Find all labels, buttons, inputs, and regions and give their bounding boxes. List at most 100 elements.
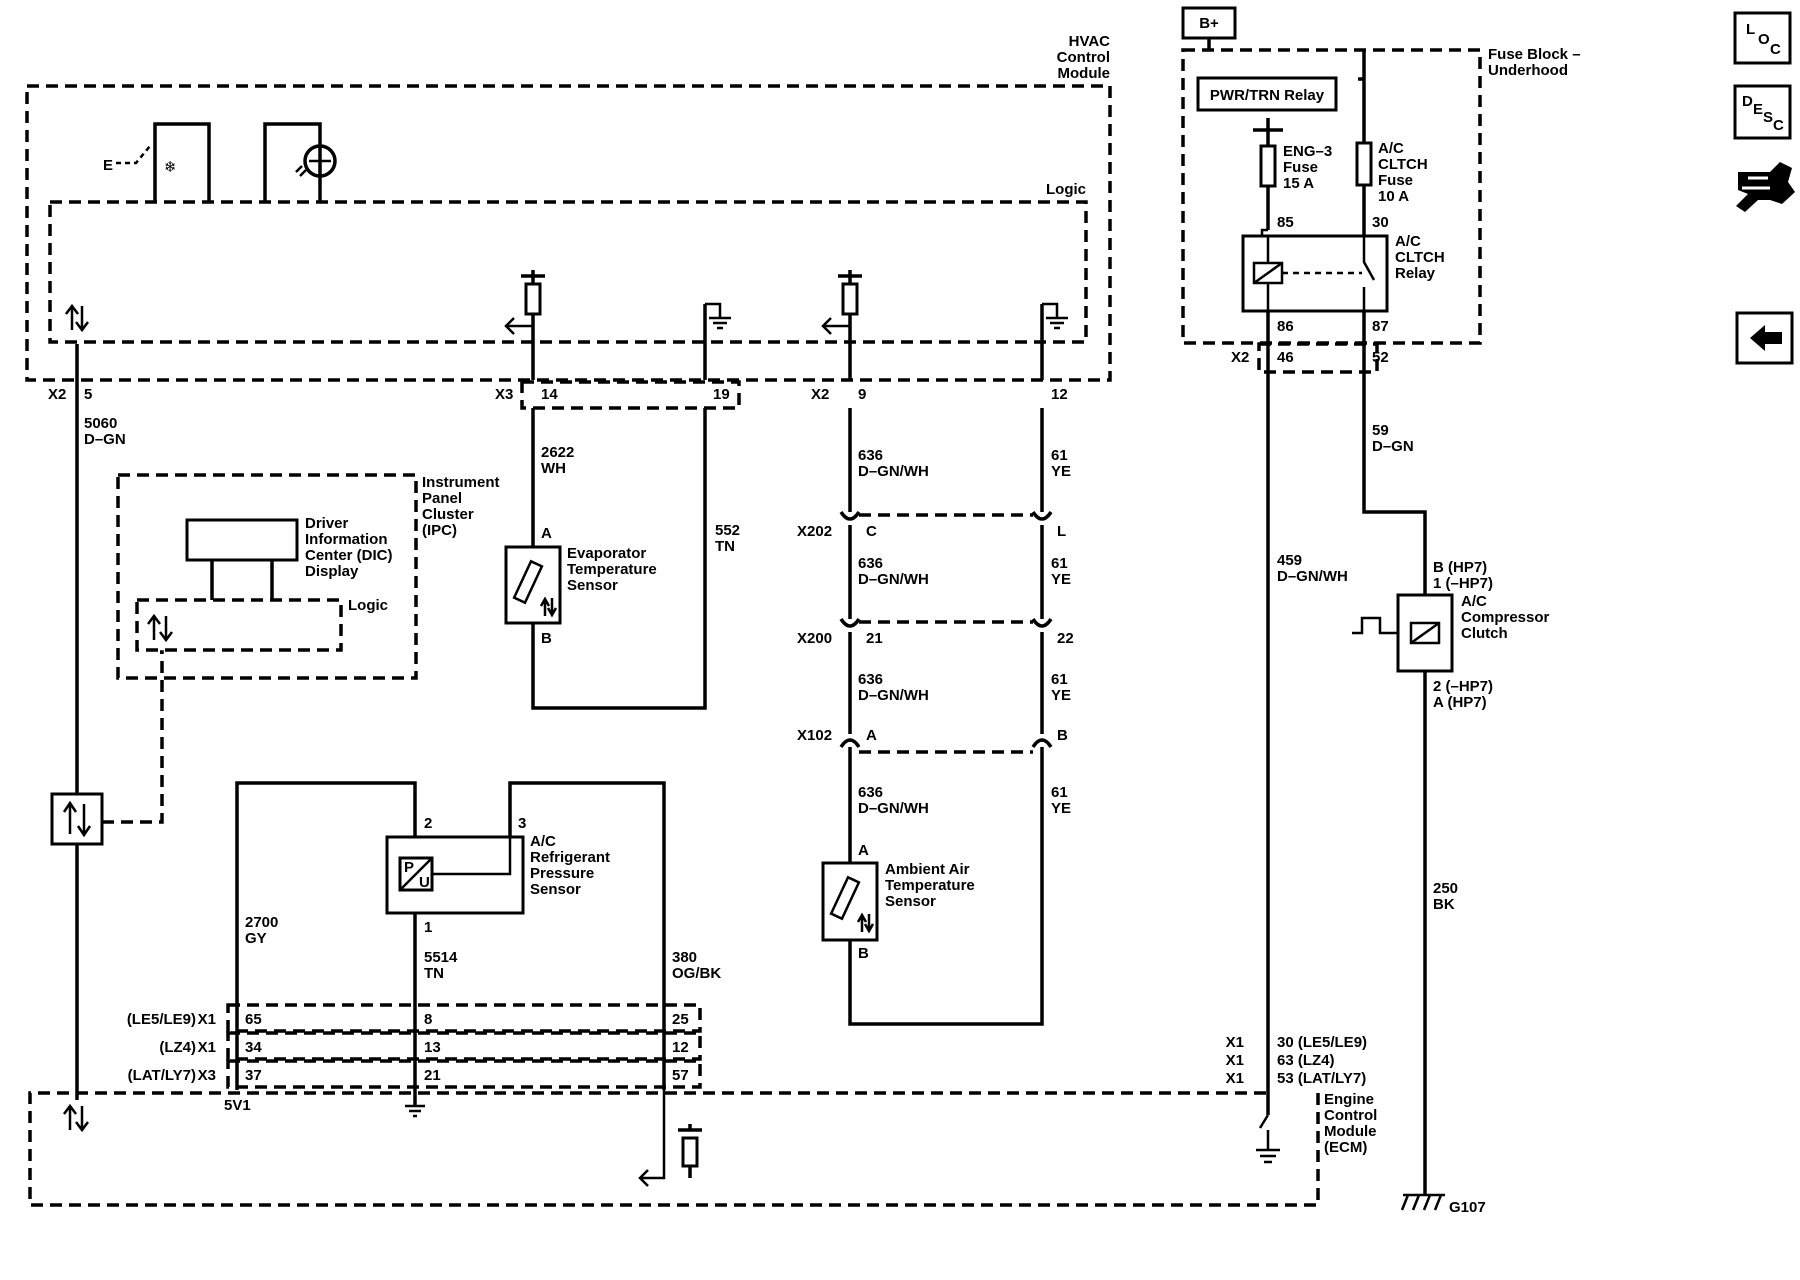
ecm-ground-icon-2: [1256, 1130, 1280, 1164]
ecm-row2-p1: 34: [245, 1039, 262, 1056]
acfuse-label-4: 10 A: [1378, 188, 1409, 205]
comp-label-1: A/C: [1461, 593, 1487, 610]
desc-d: D: [1742, 93, 1753, 110]
ac-relay-label-1: A/C: [1395, 233, 1421, 250]
loc-o: O: [1758, 31, 1770, 48]
wire-636b-color: D–GN/WH: [858, 571, 929, 588]
wire-61c-num: 61: [1051, 671, 1068, 688]
desc-s: S: [1763, 109, 1773, 126]
ecm-row1-p3: 25: [672, 1011, 689, 1028]
acfuse-label-3: Fuse: [1378, 172, 1413, 189]
hvac-label-3: Module: [1058, 65, 1111, 82]
engine-control-module: (LE5/LE9) X1 65 8 25 (LZ4) X1 34 13 12 (…: [28, 1003, 1377, 1207]
ambient-input-circuit: [821, 270, 1068, 380]
evap-label-2: Temperature: [567, 561, 657, 578]
e-label: E: [103, 157, 113, 174]
amb-label-3: Sensor: [885, 893, 936, 910]
x102-pin-b: B: [1057, 727, 1068, 744]
x202-pin-c: C: [866, 523, 877, 540]
comp-bot-2: A (HP7): [1433, 694, 1487, 711]
nav-loc-button[interactable]: L O C: [1733, 11, 1792, 65]
hvac-control-module: HVAC Control Module Logic E ❄: [25, 33, 1112, 382]
evaporator-temperature-sensor: 2622 WH 552 TN A B Evaporator Temperatur…: [504, 408, 740, 710]
ecm-row3-p1: 37: [245, 1067, 262, 1084]
relay-pin-85: 85: [1277, 214, 1294, 231]
wire-552-num: 552: [715, 522, 740, 539]
ecm-row1-p1: 65: [245, 1011, 262, 1028]
ps-label-4: Sensor: [530, 881, 581, 898]
x200-pin-22: 22: [1057, 630, 1074, 647]
wire-636a-color: D–GN/WH: [858, 463, 929, 480]
nav-desc-button[interactable]: D E S C: [1733, 84, 1792, 140]
comp-label-2: Compressor: [1461, 609, 1550, 626]
wire-61c-color: YE: [1051, 687, 1071, 704]
relay-pin-87: 87: [1372, 318, 1389, 335]
wire-636d-color: D–GN/WH: [858, 800, 929, 817]
x102-pin-a: A: [866, 727, 877, 744]
wire-380-color: OG/BK: [672, 965, 721, 982]
x200-pin-21: 21: [866, 630, 883, 647]
ecm-row3-p3: 57: [672, 1067, 689, 1084]
chassis-ground-icon: [1400, 1193, 1445, 1211]
wrench-hand-icon[interactable]: [1736, 162, 1795, 212]
ac-relay-label-3: Relay: [1395, 265, 1436, 282]
ecm-row1-conn: X1: [198, 1011, 216, 1028]
pin-19: 19: [713, 386, 730, 403]
wire-61d-color: YE: [1051, 800, 1071, 817]
evap-label-1: Evaporator: [567, 545, 646, 562]
evap-input-circuit: [504, 270, 731, 380]
acfuse-label-1: A/C: [1378, 140, 1404, 157]
wire-5060-color: D–GN: [84, 431, 126, 448]
led-icon: [295, 165, 307, 177]
comp-top-1: B (HP7): [1433, 559, 1487, 576]
pwr-trn-relay-label: PWR/TRN Relay: [1210, 87, 1325, 104]
evap-pin-b: B: [541, 630, 552, 647]
ground-icon: [705, 302, 731, 330]
ecm-row1-label: (LE5/LE9): [127, 1011, 196, 1028]
wire-61b-color: YE: [1051, 571, 1071, 588]
ps-u: U: [419, 874, 430, 891]
hvac-label-2: Control: [1057, 49, 1110, 66]
wire-459-color: D–GN/WH: [1277, 568, 1348, 585]
ps-label-2: Refrigerant: [530, 849, 610, 866]
ac-compressor-clutch: B (HP7) 1 (–HP7) A/C Compressor Clutch 2…: [1352, 559, 1550, 1216]
wire-250-color: BK: [1433, 896, 1455, 913]
x202-pin-l: L: [1057, 523, 1066, 540]
eng3-label-1: ENG–3: [1283, 143, 1332, 160]
evap-label-3: Sensor: [567, 577, 618, 594]
wire-59-num: 59: [1372, 422, 1389, 439]
ecm-right-conn-1: X1: [1226, 1034, 1244, 1051]
ecm-right-text-2: 63 (LZ4): [1277, 1052, 1335, 1069]
conn-x200: X200: [797, 630, 832, 647]
desc-c: C: [1773, 117, 1784, 134]
serial-data-arrows-hvac: [65, 303, 89, 333]
wire-61a-num: 61: [1051, 447, 1068, 464]
serial-data-circuit: 5060 D–GN: [50, 344, 164, 1100]
back-arrow-button[interactable]: [1735, 311, 1794, 365]
hvac-logic-label: Logic: [1046, 181, 1086, 198]
wire-61d-num: 61: [1051, 784, 1068, 801]
ecm-row3-conn: X3: [198, 1067, 216, 1084]
pin-5: 5: [84, 386, 92, 403]
relay-pin-86: 86: [1277, 318, 1294, 335]
ecm-5v1: 5V1: [224, 1097, 251, 1114]
comp-label-3: Clutch: [1461, 625, 1508, 642]
ecm-row3-label: (LAT/LY7): [128, 1067, 196, 1084]
relay-pin-30: 30: [1372, 214, 1389, 231]
bplus-label: B+: [1199, 15, 1219, 32]
pin-12: 12: [1051, 386, 1068, 403]
ecm-label-4: (ECM): [1324, 1139, 1367, 1156]
fuse-block-label-2: Underhood: [1488, 62, 1568, 79]
ecm-label-3: Module: [1324, 1123, 1377, 1140]
conn-x2-mid: X2: [811, 386, 829, 403]
wire-5060-num: 5060: [84, 415, 117, 432]
amb-label-1: Ambient Air: [885, 861, 970, 878]
ps-p: P: [404, 859, 414, 876]
ecm-row2-conn: X1: [198, 1039, 216, 1056]
ecm-row2-p2: 13: [424, 1039, 441, 1056]
wire-636a-num: 636: [858, 447, 883, 464]
conn-x2-fuse: X2: [1231, 349, 1249, 366]
ac-refrigerant-pressure-sensor: P U 2 3 1 A/C Refrigerant Pressure Senso…: [235, 781, 721, 1106]
ps-pin-1: 1: [424, 919, 432, 936]
